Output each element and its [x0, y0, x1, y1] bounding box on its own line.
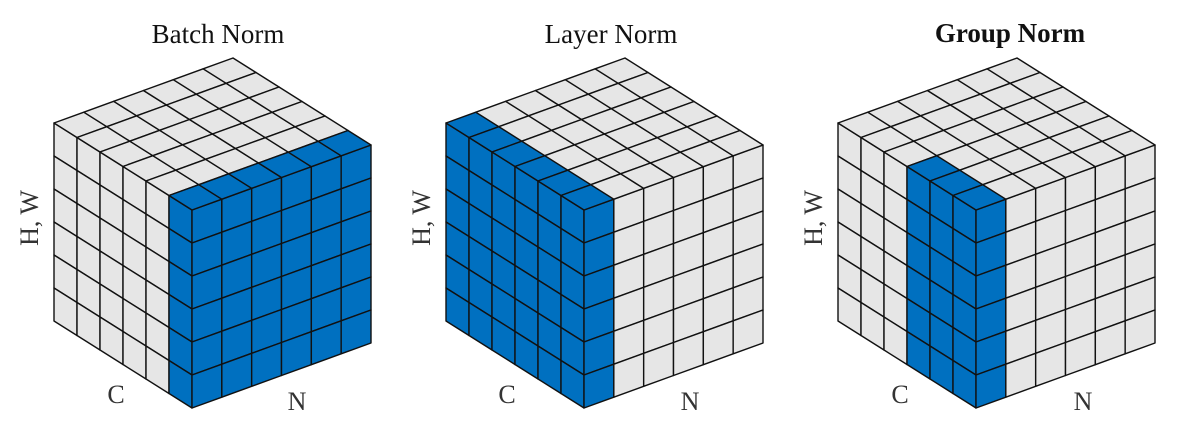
- panel-group-norm: Group Norm H, W C N: [799, 18, 1156, 416]
- cell-right-face: [732, 309, 764, 355]
- tensor-cube: [837, 57, 1156, 409]
- panel-title: Batch Norm: [152, 19, 285, 49]
- axis-label-hw: H, W: [799, 190, 828, 246]
- axis-label-c: C: [891, 380, 908, 409]
- axis-label-hw: H, W: [15, 190, 44, 246]
- cell-right-face-highlighted: [340, 309, 372, 355]
- axis-label-hw: H, W: [407, 190, 436, 246]
- axis-label-n: N: [288, 387, 307, 416]
- tensor-cube: [445, 57, 764, 409]
- panel-layer-norm: Layer Norm H, W C N: [407, 19, 764, 416]
- tensor-cube: [53, 57, 372, 409]
- cell-top-face: [709, 129, 764, 157]
- panel-batch-norm: Batch Norm H, W C N: [15, 19, 372, 416]
- axis-label-n: N: [1074, 387, 1093, 416]
- panel-title: Layer Norm: [545, 19, 678, 49]
- panel-title: Group Norm: [935, 18, 1086, 48]
- cell-top-face-highlighted: [317, 129, 372, 157]
- cell-top-face: [1101, 129, 1156, 157]
- cell-right-face: [1124, 309, 1156, 355]
- axis-label-c: C: [498, 380, 515, 409]
- axis-label-n: N: [681, 387, 700, 416]
- axis-label-c: C: [107, 380, 124, 409]
